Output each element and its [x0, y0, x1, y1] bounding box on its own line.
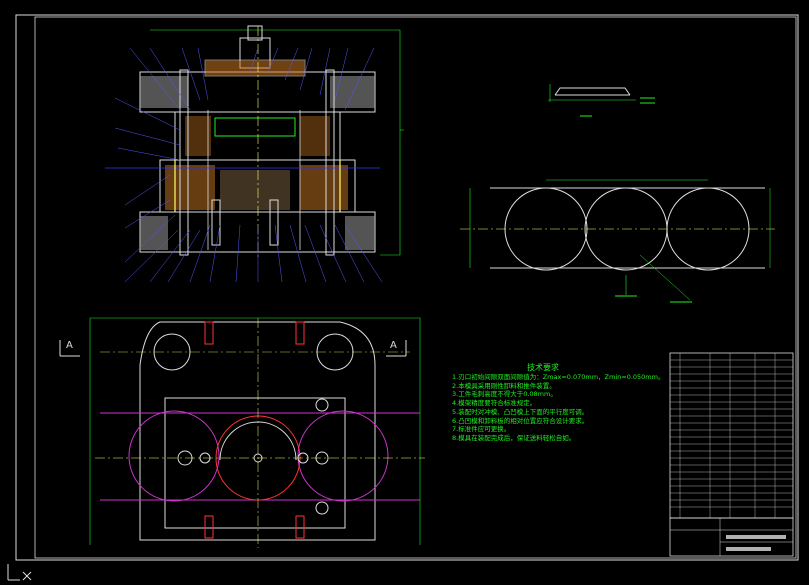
section-label-left: A — [66, 340, 73, 351]
part-small-view — [548, 84, 655, 117]
technical-note: 7.标准件应可更换。 — [452, 425, 511, 434]
technical-note: 3.工件毛刺高度不得大于0.08mm。 — [452, 390, 557, 399]
section-label-right: A — [390, 340, 397, 351]
ucs-axis-icon — [6, 562, 36, 585]
technical-note: 1.刃口初始间隙双面间隙值为：Zmax=0.070mm，Zmin=0.050mm… — [452, 373, 665, 381]
outer-border — [15, 14, 799, 561]
inner-border — [34, 16, 797, 559]
technical-note: 5.装配时对冲模、凸凹模上下面的平行度可调。 — [452, 407, 589, 416]
front-section-view — [105, 25, 404, 283]
technical-note: 4.模架精度要符合标准规定。 — [452, 399, 537, 408]
technical-note: 2.本模具采用刚性卸料和推件装置。 — [452, 381, 556, 390]
technical-note: 6.凸凹模和卸料板的相对位置应符合设计要求。 — [452, 416, 589, 425]
plan-view — [59, 317, 425, 548]
technical-requirements-list: 1.刃口初始间隙双面间隙值为：Zmax=0.070mm，Zmin=0.050mm… — [452, 373, 664, 443]
parts-list-table — [669, 352, 794, 519]
strip-layout-view — [460, 179, 775, 303]
title-block — [669, 517, 794, 557]
technical-requirements-title: 技术要求 — [527, 363, 559, 372]
technical-note: 8.模具在装配完成后，保证送料轻松自如。 — [452, 433, 576, 442]
